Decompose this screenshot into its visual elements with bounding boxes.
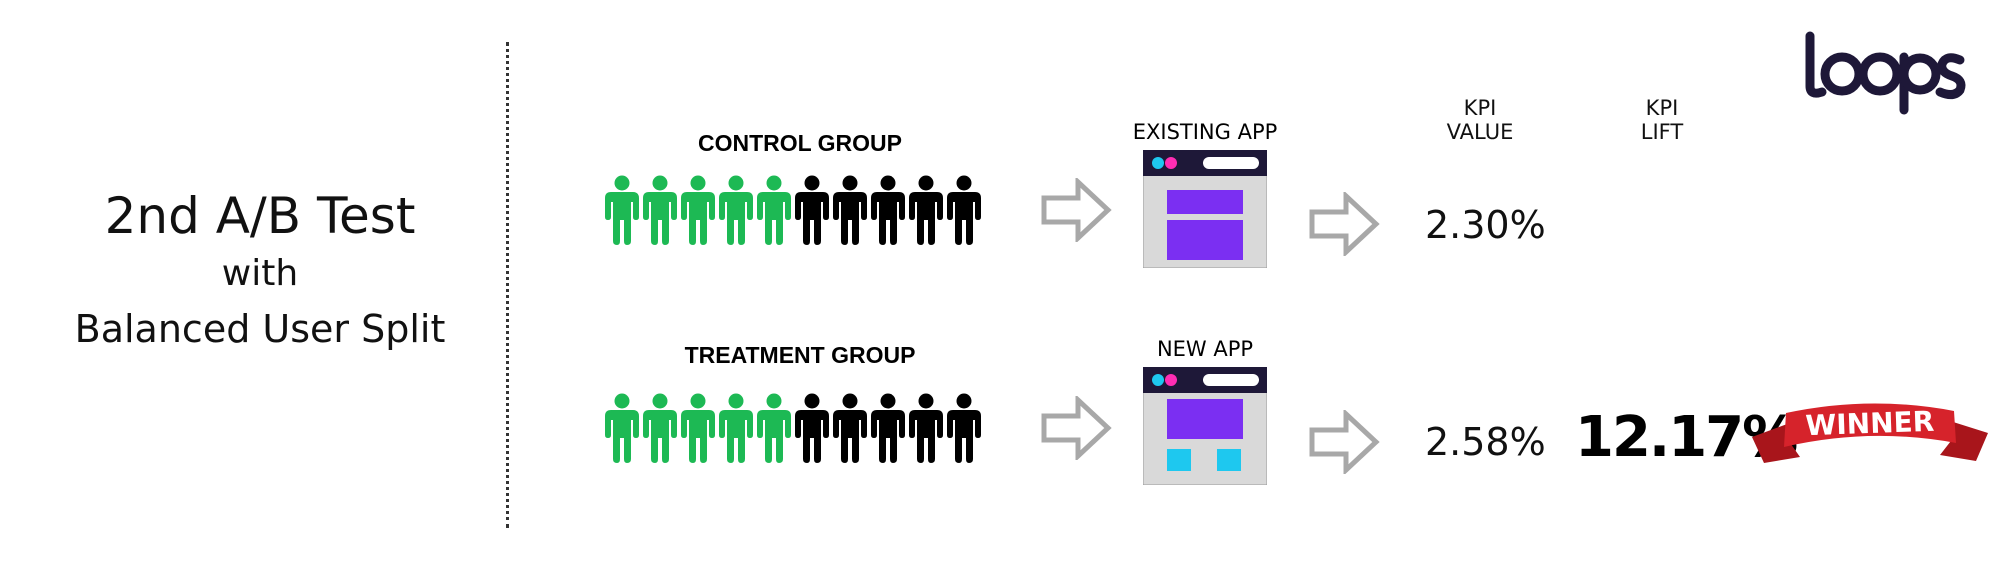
treatment-kpi-value: 2.58% — [1425, 420, 1546, 464]
kpi-lift-header-line1: KPI — [1645, 96, 1679, 120]
existing-app-mockup-icon — [1143, 150, 1267, 268]
person-black-icon — [909, 175, 943, 245]
loops-logo-icon — [1805, 31, 1966, 115]
person-black-icon — [947, 393, 981, 463]
new-app-label: NEW APP — [1156, 337, 1254, 361]
kpi-value-header-line1: KPI — [1463, 96, 1497, 120]
title-block: 2nd A/B Test with Balanced User Split — [50, 185, 470, 357]
person-green-icon — [757, 393, 791, 463]
person-black-icon — [947, 175, 981, 245]
person-black-icon — [871, 175, 905, 245]
title-main: 2nd A/B Test — [104, 187, 416, 245]
person-black-icon — [795, 393, 829, 463]
person-black-icon — [833, 175, 867, 245]
person-green-icon — [643, 175, 677, 245]
person-green-icon — [757, 175, 791, 245]
person-black-icon — [871, 393, 905, 463]
person-green-icon — [681, 393, 715, 463]
person-black-icon — [909, 393, 943, 463]
person-green-icon — [605, 175, 639, 245]
kpi-value-header: KPI VALUE — [1430, 96, 1530, 144]
arrow-right-icon — [1309, 410, 1380, 474]
treatment-people — [604, 393, 982, 463]
person-green-icon — [605, 393, 639, 463]
arrow-right-icon — [1309, 192, 1380, 256]
arrow-right-icon — [1041, 396, 1112, 460]
person-green-icon — [681, 175, 715, 245]
control-people — [604, 175, 982, 245]
winner-badge-text: WINNER — [1805, 405, 1935, 442]
person-black-icon — [833, 393, 867, 463]
person-black-icon — [795, 175, 829, 245]
control-kpi-value: 2.30% — [1425, 203, 1546, 247]
dotted-divider — [506, 42, 509, 528]
winner-ribbon-icon: WINNER — [1752, 403, 1988, 463]
arrow-right-icon — [1041, 178, 1112, 242]
kpi-lift-header: KPI LIFT — [1612, 96, 1712, 144]
title-sub-split: Balanced User Split — [74, 307, 446, 351]
person-green-icon — [643, 393, 677, 463]
control-group-label: CONTROL GROUP — [697, 130, 903, 156]
existing-app-label: EXISTING APP — [1132, 120, 1278, 144]
new-app-mockup-icon — [1143, 367, 1267, 485]
title-sub-with: with — [221, 253, 299, 294]
person-green-icon — [719, 175, 753, 245]
treatment-group-label: TREATMENT GROUP — [684, 342, 916, 368]
kpi-lift-header-line2: LIFT — [1640, 120, 1684, 144]
person-green-icon — [719, 393, 753, 463]
kpi-value-header-line2: VALUE — [1446, 120, 1514, 144]
